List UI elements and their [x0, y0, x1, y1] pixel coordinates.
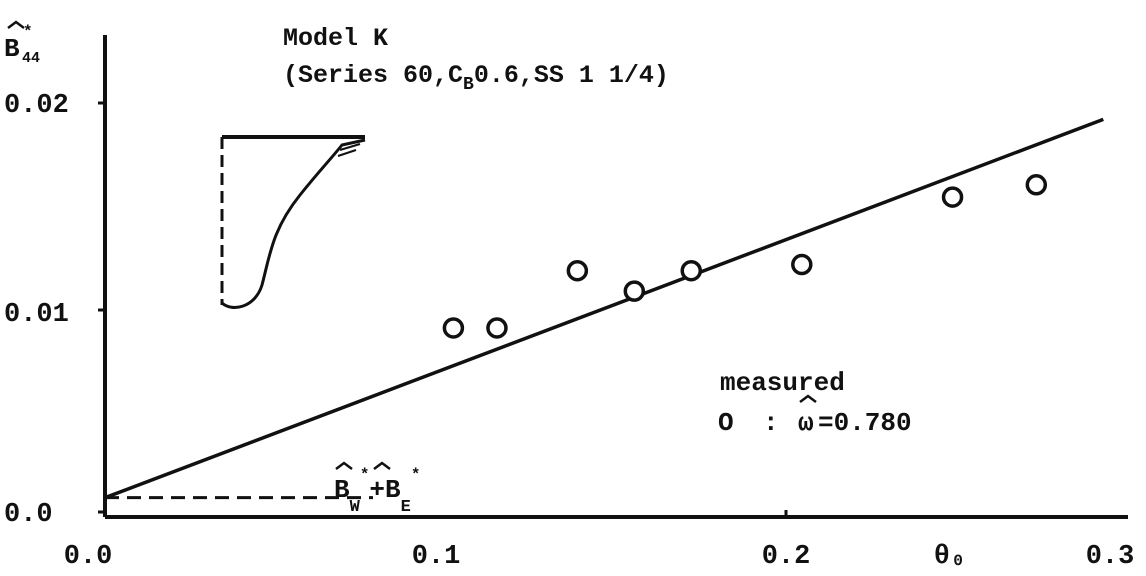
data-point-5: [791, 253, 813, 276]
y-label-hat: [7, 20, 25, 29]
x-tick-label-0.1: 0.1: [412, 542, 461, 572]
baseline-label-sup-2: *: [411, 466, 421, 484]
baseline-label-sub-w: W: [350, 498, 361, 517]
baseline-label: BW*+BE*: [334, 461, 420, 517]
data-point-2: [566, 259, 589, 282]
hull-section-sketch: [220, 135, 366, 309]
legend: measured O : ω =0.780: [718, 368, 912, 438]
subtitle-subscript: B: [463, 75, 474, 95]
data-point-1: [486, 317, 508, 339]
baseline-label-b1: B: [334, 475, 350, 505]
baseline-label-sub-e: E: [401, 498, 411, 517]
x-tick-label-0.3: 0.3: [1086, 542, 1135, 572]
data-point-7: [1025, 174, 1048, 196]
data-point-6: [941, 186, 964, 208]
legend-omega-hat: [799, 394, 817, 403]
legend-omega-value: =0.780: [818, 408, 912, 438]
baseline-label-b2: +B: [369, 475, 401, 505]
subtitle-part-1: (Series 60,C: [283, 61, 463, 90]
y-tick-label-0.01: 0.01: [4, 300, 69, 330]
data-point-4: [680, 259, 702, 282]
x-tick-label-0.2: 0.2: [762, 542, 811, 572]
legend-entry-separator: :: [763, 408, 779, 438]
y-tick-label-0.0: 0.0: [4, 500, 53, 530]
y-label-superscript: *: [23, 23, 33, 41]
chart-subtitle: (Series 60,CB0.6,SS 1 1/4): [283, 61, 669, 95]
x-tick-label-0.0: 0.0: [64, 542, 113, 572]
data-point-0: [442, 317, 465, 339]
legend-heading: measured: [720, 368, 845, 398]
subtitle-part-2: 0.6,SS 1 1/4): [474, 61, 669, 90]
legend-omega-symbol: ω: [798, 408, 814, 438]
data-point-3: [623, 280, 646, 302]
fitted-line: [104, 117, 1104, 500]
measured-points: [442, 174, 1048, 339]
y-label-subscript: 44: [22, 50, 40, 67]
y-tick-label-0.02: 0.02: [4, 91, 69, 121]
chart-title: Model K: [283, 24, 388, 53]
y-axis-label: B 44 *: [4, 20, 40, 67]
legend-entry-symbol: O: [718, 408, 734, 438]
svg-text:B: B: [4, 34, 20, 64]
y-label-base: B: [4, 34, 20, 64]
baseline-label-sup-1: *: [360, 466, 370, 484]
x-axis-label: θ₀: [934, 542, 966, 572]
svg-text:BW*+BE*: BW*+BE*: [334, 466, 420, 517]
